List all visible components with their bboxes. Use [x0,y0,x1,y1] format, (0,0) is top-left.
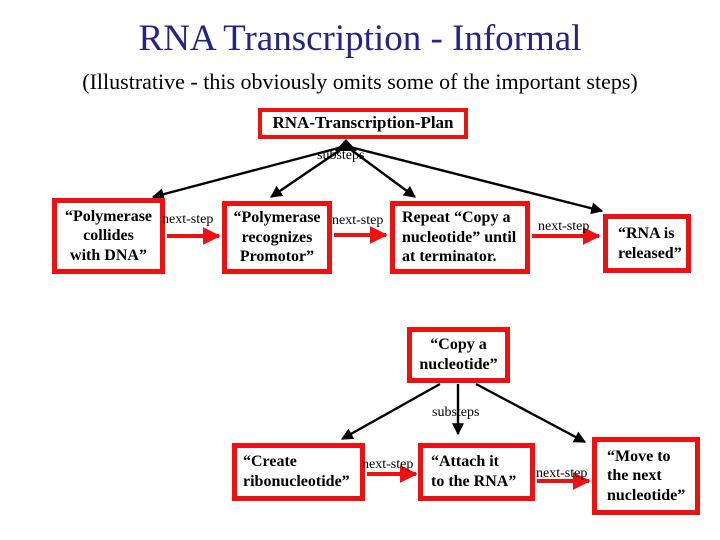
edge-label-substeps-top: substeps [317,148,365,163]
node-rna-transcription-plan: RNA-Transcription-Plan [258,108,468,139]
node-copy-a-nucleotide: “Copy a nucleotide” [407,327,510,383]
node-polymerase-collides: “Polymerase collides with DNA” [52,198,165,274]
node-attach-to-rna: “Attach it to the RNA” [418,443,535,501]
edge-label-substeps-bottom: substeps [432,405,480,420]
slide-title: RNA Transcription - Informal [138,18,582,59]
slide-subtitle: (Illustrative - this obviously omits som… [82,69,638,94]
node-polymerase-recognizes: “Polymerase recognizes Promotor” [222,201,332,274]
edge-label-next-step-1: next-step [162,212,214,227]
edge-label-next-step-3: next-step [538,219,590,234]
edge-copy-to-move [475,382,587,444]
edge-label-next-step-5: next-step [536,466,588,481]
node-rna-released: “RNA is released” [603,214,691,273]
edge-copy-to-create [340,382,441,441]
edge-label-next-step-2: next-step [332,213,384,228]
node-repeat-copy-nucleotide: Repeat “Copy a nucleotide” until at term… [390,201,530,274]
edge-label-next-step-4: next-step [362,457,414,472]
node-create-ribonucleotide: “Create ribonucleotide” [232,443,365,501]
node-move-to-next-nucleotide: “Move to the next nucleotide” [592,437,700,515]
